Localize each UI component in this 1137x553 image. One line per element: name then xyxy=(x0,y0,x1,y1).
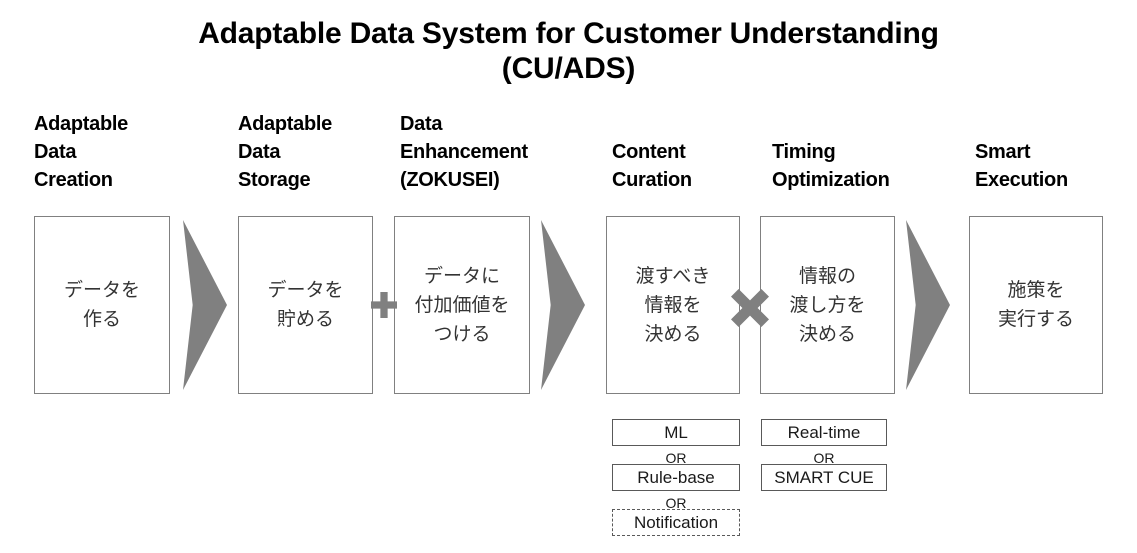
page-title: Adaptable Data System for Customer Under… xyxy=(0,16,1137,86)
option-box-rule-base[interactable]: Rule-base xyxy=(612,464,740,491)
stage-box-smart-execution: 施策を 実行する xyxy=(969,216,1103,394)
stage-box-adaptable-data-creation: データを 作る xyxy=(34,216,170,394)
column-heading-adaptable-data-creation: Adaptable Data Creation xyxy=(34,113,128,191)
option-box-smart-cue[interactable]: SMART CUE xyxy=(761,464,887,491)
option-box-notification[interactable]: Notification xyxy=(612,509,740,536)
column-heading-data-enhancement: Data Enhancement (ZOKUSEI) xyxy=(400,113,528,191)
column-heading-timing-optimization: Timing Optimization xyxy=(772,141,890,191)
or-label-timing-1: OR xyxy=(813,450,835,466)
title-line-1: Adaptable Data System for Customer Under… xyxy=(198,17,939,50)
arrow-right-icon-1 xyxy=(183,220,227,390)
arrow-right-icon-2 xyxy=(541,220,585,390)
stage-box-data-enhancement: データに 付加価値を つける xyxy=(394,216,530,394)
option-box-real-time[interactable]: Real-time xyxy=(761,419,887,446)
title-line-2: (CU/ADS) xyxy=(501,52,636,85)
stage-box-adaptable-data-storage: データを 貯める xyxy=(238,216,373,394)
column-heading-smart-execution: Smart Execution xyxy=(975,141,1068,191)
option-box-ml[interactable]: ML xyxy=(612,419,740,446)
or-label-content-2: OR xyxy=(665,495,687,511)
stage-box-content-curation: 渡すべき 情報を 決める xyxy=(606,216,740,394)
arrow-right-icon-3 xyxy=(906,220,950,390)
or-label-content-1: OR xyxy=(665,450,687,466)
stage-box-timing-optimization: 情報の 渡し方を 決める xyxy=(760,216,895,394)
column-heading-adaptable-data-storage: Adaptable Data Storage xyxy=(238,113,332,191)
column-heading-content-curation: Content Curation xyxy=(612,141,692,191)
